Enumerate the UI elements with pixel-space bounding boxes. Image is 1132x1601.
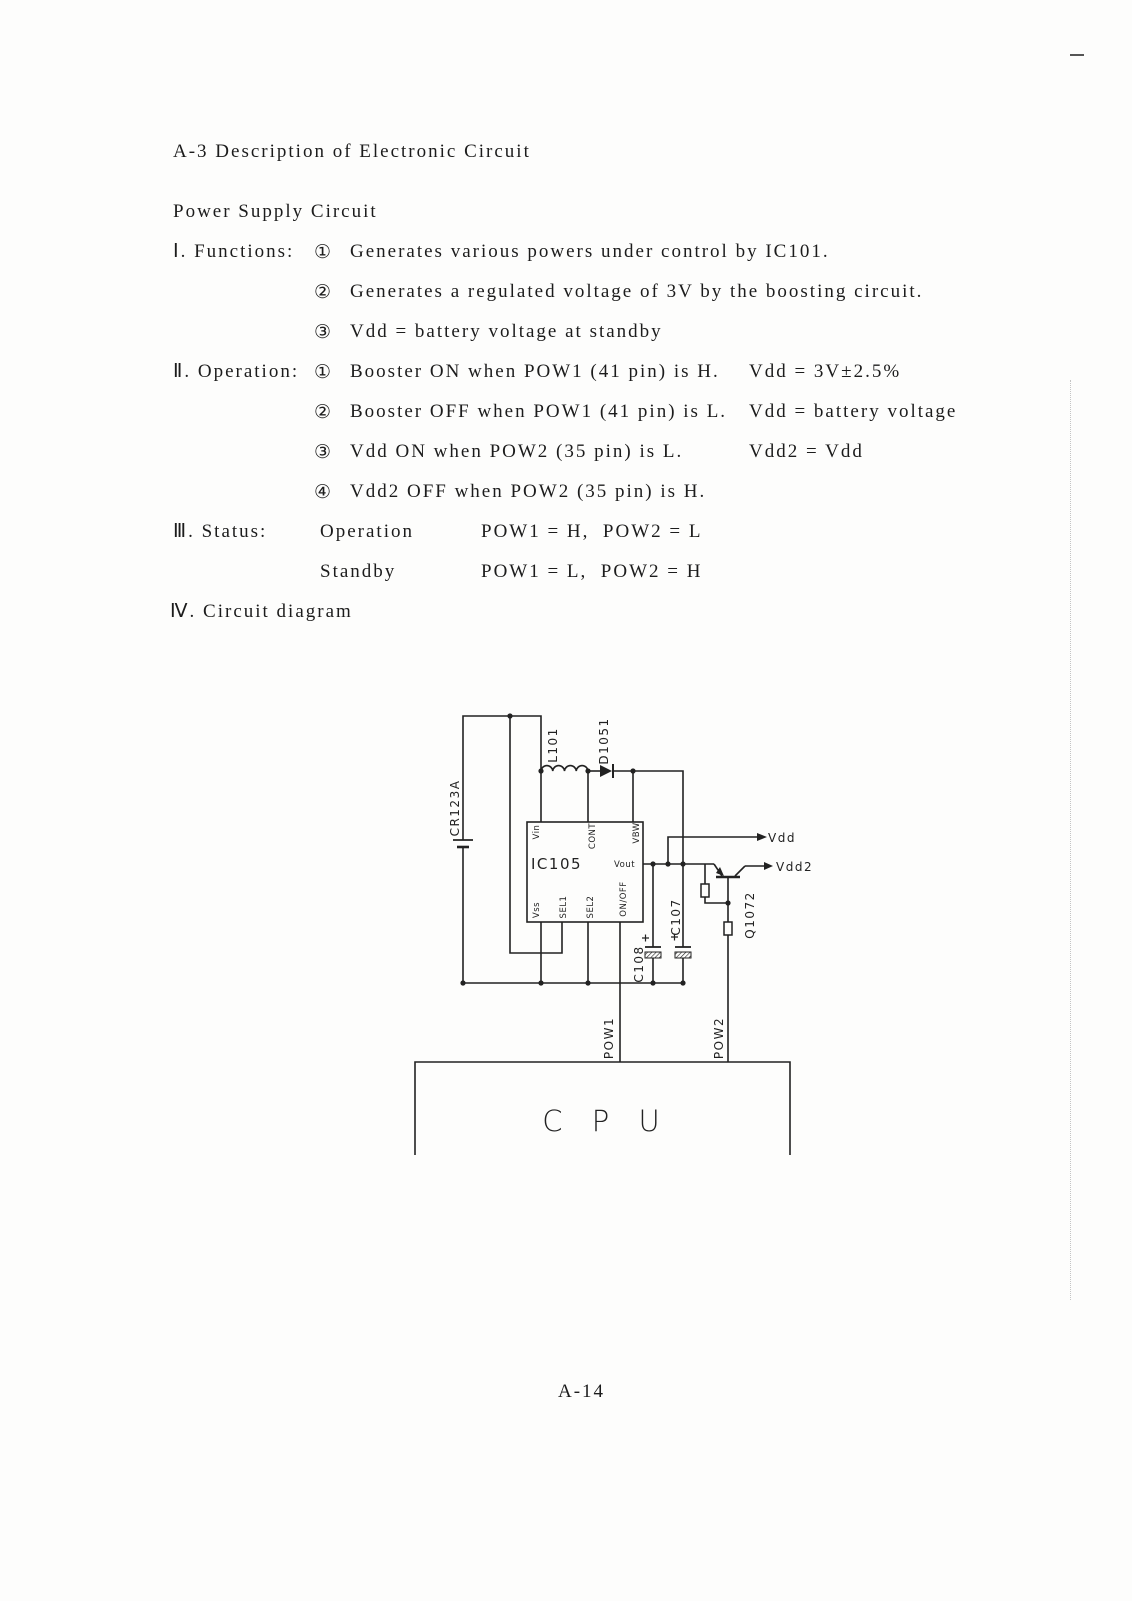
list-marker: ④	[314, 481, 332, 503]
junction-dot	[725, 900, 731, 906]
vdd-output-label: Vdd	[768, 831, 796, 845]
junction-dot	[507, 713, 513, 719]
inductor-coil	[540, 764, 589, 772]
capacitor-c107-label: C107	[669, 898, 683, 935]
list-marker: ②	[314, 281, 332, 303]
diode-triangle	[600, 765, 612, 777]
junction-dot	[538, 768, 544, 774]
junction-dot	[680, 980, 686, 986]
transistor-collector	[734, 865, 746, 877]
junction-dot	[630, 768, 636, 774]
status-label: Ⅲ. Status:	[173, 521, 268, 542]
page-number: A-14	[558, 1381, 606, 1402]
junction-dot	[665, 861, 671, 867]
junction-dot	[585, 980, 591, 986]
wire-vdd	[667, 836, 758, 864]
transistor-arrow	[716, 867, 724, 876]
list-marker: ①	[314, 241, 332, 263]
operation-item-result: Vdd2 = Vdd	[749, 441, 864, 462]
cpu-block	[414, 1061, 791, 1155]
resistor	[723, 921, 733, 936]
plus-sign	[671, 933, 678, 941]
vdd2-output-label: Vdd2	[776, 860, 813, 874]
junction-dot	[650, 980, 656, 986]
function-item-text: Generates a regulated voltage of 3V by t…	[350, 281, 924, 302]
operation-label: Ⅱ. Operation:	[173, 361, 300, 382]
operation-item-result: Vdd = 3V±2.5%	[749, 361, 902, 382]
pin-vin-label: Vin	[532, 825, 542, 840]
pin-sel2-label: SEL2	[586, 896, 596, 919]
cap-plate-hatched	[644, 951, 662, 959]
list-marker: ②	[314, 401, 332, 423]
operation-item-text: Booster ON when POW1 (41 pin) is H.	[350, 361, 720, 382]
junction-dot	[650, 861, 656, 867]
transistor-q1072	[713, 863, 746, 879]
function-item-text: Generates various powers under control b…	[350, 241, 830, 262]
plus-sign	[642, 934, 649, 942]
operation-item-text: Booster OFF when POW1 (41 pin) is L.	[350, 401, 728, 422]
pow1-label: POW1	[602, 1017, 616, 1059]
function-item-text: Vdd = battery voltage at standby	[350, 321, 663, 342]
status-mode: Standby	[320, 561, 397, 582]
functions-label: Ⅰ. Functions:	[173, 241, 295, 262]
wire-diode-output	[613, 770, 684, 983]
ic-body	[526, 821, 644, 923]
capacitor-c107	[671, 933, 692, 959]
junction-dot	[680, 861, 686, 867]
resistor	[700, 883, 710, 898]
status-mode: Operation	[320, 521, 414, 542]
wire-bias-resistor	[704, 864, 728, 904]
status-value: POW1 = H, POW2 = L	[481, 521, 703, 542]
pin-sel1-label: SEL1	[559, 896, 569, 919]
list-marker: ③	[314, 321, 332, 343]
junction-dot	[585, 768, 591, 774]
status-value: POW1 = L, POW2 = H	[481, 561, 703, 582]
list-marker: ③	[314, 441, 332, 463]
vdd2-arrow	[764, 862, 773, 870]
pin-cont-label: CONT	[588, 823, 598, 849]
wire-sel1-strap	[509, 716, 563, 954]
capacitor-c108-label: C108	[632, 945, 646, 982]
margin-mark	[1070, 54, 1084, 56]
junction-dot	[460, 980, 466, 986]
capacitor-c108	[642, 934, 662, 959]
ic-name: IC105	[531, 855, 582, 873]
list-marker: ①	[314, 361, 332, 383]
subsection-title: Power Supply Circuit	[173, 201, 378, 222]
vdd-arrow	[757, 833, 767, 841]
operation-item-result: Vdd = battery voltage	[749, 401, 958, 422]
cpu-label: C P U	[542, 1104, 669, 1138]
pow2-label: POW2	[712, 1017, 726, 1059]
battery-symbol	[453, 839, 473, 849]
pin-vout-label: Vout	[614, 860, 635, 870]
diagram-label: Ⅳ. Circuit diagram	[170, 601, 353, 622]
section-heading: A-3 Description of Electronic Circuit	[173, 141, 531, 162]
cap-plate-hatched	[674, 951, 692, 959]
transistor-label: Q1072	[743, 891, 757, 938]
pin-on-off-label: ON/OFF	[619, 881, 629, 916]
battery-label: CR123A	[448, 780, 462, 837]
circuit-diagram: CR123A L101 D1051 IC105 Vin CONT VBW Vou…	[414, 713, 813, 1155]
junction-dots	[460, 713, 731, 986]
diode-label: D1051	[597, 717, 611, 764]
margin-scan-line	[1070, 380, 1071, 1300]
operation-item-text: Vdd2 OFF when POW2 (35 pin) is H.	[350, 481, 707, 502]
inductor-label: L101	[546, 727, 560, 763]
pin-vbw-label: VBW	[632, 822, 642, 843]
operation-item-text: Vdd ON when POW2 (35 pin) is L.	[350, 441, 684, 462]
pin-vss-label: Vss	[532, 902, 542, 918]
junction-dot	[538, 980, 544, 986]
